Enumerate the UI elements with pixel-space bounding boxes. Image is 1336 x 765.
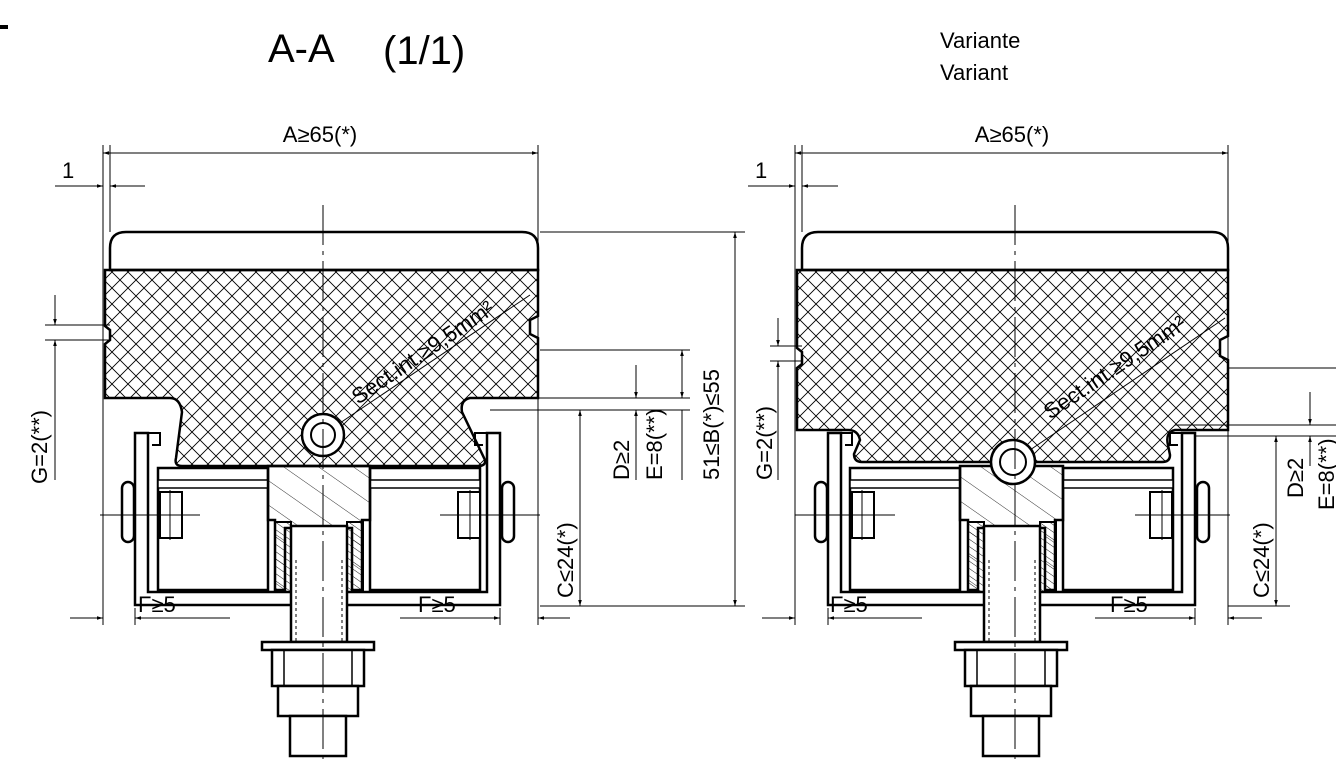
- left-dim-b: 51≤B(*)≤55: [699, 369, 724, 480]
- left-dim-a: A≥65(*): [283, 122, 357, 147]
- left-dim-f-right: F≥5: [418, 592, 456, 617]
- right-dim-d: D≥2: [1283, 458, 1308, 498]
- left-view: [45, 145, 745, 765]
- right-dim-e: E=8(**): [1314, 438, 1336, 510]
- scale-label: (1/1): [383, 29, 465, 73]
- right-dim-1: 1: [755, 158, 767, 183]
- right-dim-g: G=2(**): [752, 406, 777, 480]
- section-title: A-A: [268, 27, 335, 71]
- left-dim-c: C≤24(*): [553, 522, 578, 598]
- right-dim-f-right: F≥5: [1110, 592, 1148, 617]
- right-dim-a: A≥65(*): [975, 122, 1049, 147]
- variant-label-en: Variant: [940, 60, 1008, 85]
- left-dim-f-left: F≥5: [138, 592, 176, 617]
- right-dim-f-left: F≥5: [830, 592, 868, 617]
- left-dim-e: E=8(**): [642, 408, 667, 480]
- left-dim-d: D≥2: [609, 440, 634, 480]
- variant-label-fr: Variante: [940, 28, 1020, 53]
- right-dim-c: C≤24(*): [1249, 522, 1274, 598]
- left-dim-1: 1: [62, 158, 74, 183]
- right-view: [748, 145, 1336, 765]
- left-dim-g: G=2(**): [27, 410, 52, 484]
